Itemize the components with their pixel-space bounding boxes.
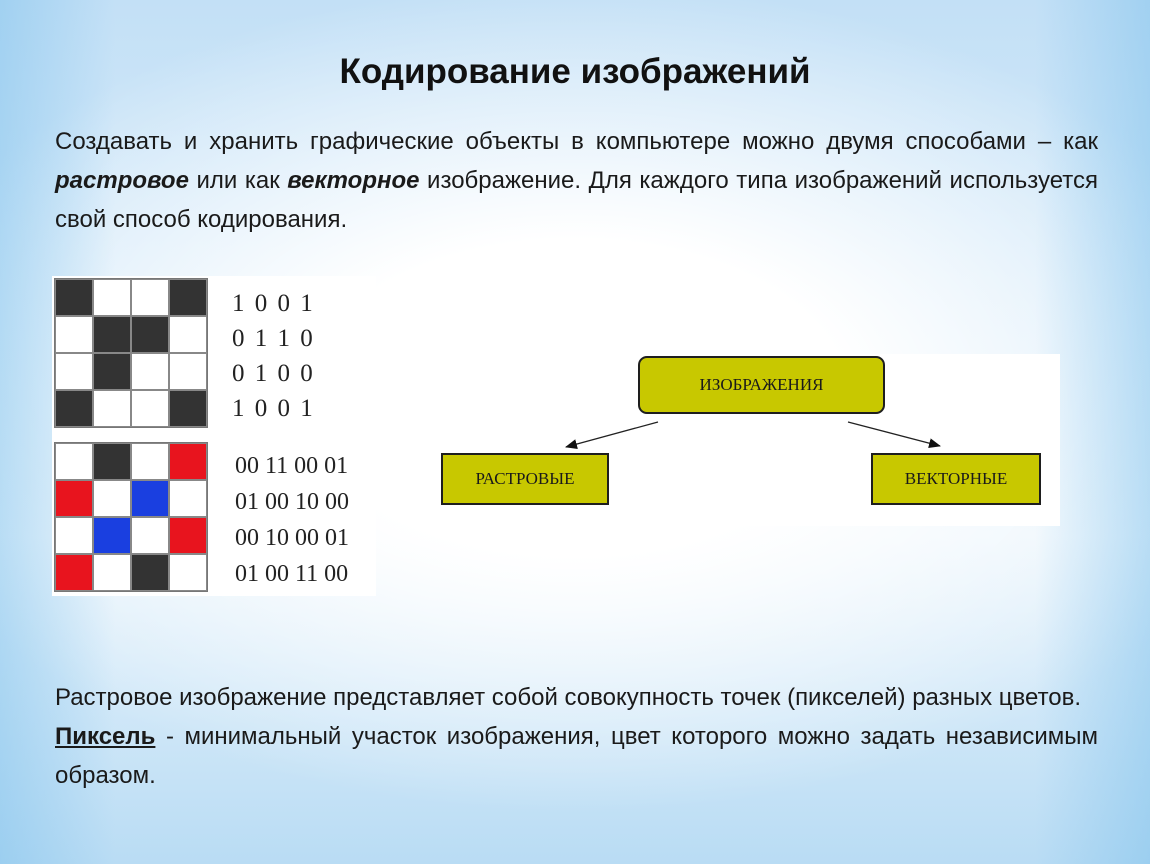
image-types-diagram: ИЗОБРАЖЕНИЯ РАСТРОВЫЕ ВЕКТОРНЫЕ <box>440 354 1060 526</box>
intro-text-1: Создавать и хранить графические объекты … <box>55 128 1098 155</box>
color-pixel <box>93 554 131 591</box>
bw-pixel <box>55 390 93 427</box>
color-pixel <box>93 443 131 480</box>
diagram-node-raster: РАСТРОВЫЕ <box>441 453 609 505</box>
bw-binary-codes: 1 0 0 1 0 1 1 0 0 1 0 0 1 0 0 1 <box>232 286 315 426</box>
bw-pixel <box>131 316 169 353</box>
color-pixel <box>93 517 131 554</box>
color-binary-codes: 00 11 00 01 01 00 10 00 00 10 00 01 01 00 1… <box>235 448 349 592</box>
pixel-term: Пиксель <box>55 723 156 750</box>
pixel-definition: Пиксель - минимальный участок изображени… <box>55 717 1098 795</box>
bw-pixel <box>55 316 93 353</box>
code-line: 01 00 11 00 <box>235 561 349 587</box>
raster-encoding-example: 1 0 0 1 0 1 1 0 0 1 0 0 1 0 0 1 00 11 00 01… <box>52 276 376 596</box>
raster-word: растровое <box>55 167 189 194</box>
intro-text-3: изображение. Для каждого типа изображени… <box>55 167 1098 233</box>
color-pixel <box>169 480 207 517</box>
color-pixel <box>169 554 207 591</box>
bw-pixel <box>169 279 207 316</box>
bw-pixel <box>93 390 131 427</box>
arrow-to-raster <box>565 421 659 449</box>
bw-pixel-grid <box>54 278 208 428</box>
bottom-text: Растровое изображение представляет собой… <box>55 678 1098 795</box>
code-line: 1 0 0 1 <box>232 395 315 422</box>
raster-definition: Растровое изображение представляет собой… <box>55 684 1082 711</box>
color-pixel <box>55 480 93 517</box>
intro-paragraph: Создавать и хранить графические объекты … <box>55 122 1098 239</box>
code-line: 00 10 00 01 <box>235 525 349 551</box>
bw-pixel <box>93 316 131 353</box>
code-line: 0 1 0 0 <box>232 360 315 387</box>
color-pixel <box>131 554 169 591</box>
diagram-node-images: ИЗОБРАЖЕНИЯ <box>638 356 885 414</box>
bw-pixel <box>55 353 93 390</box>
slide-title: Кодирование изображений <box>339 52 811 91</box>
color-pixel <box>55 443 93 480</box>
bw-pixel <box>169 390 207 427</box>
bw-pixel <box>169 353 207 390</box>
color-pixel <box>169 443 207 480</box>
color-pixel <box>55 554 93 591</box>
diagram-node-vector: ВЕКТОРНЫЕ <box>871 453 1041 505</box>
arrow-to-vector <box>847 421 941 449</box>
diagram-arrows <box>565 421 941 449</box>
bw-pixel <box>93 279 131 316</box>
pixel-definition-text: - минимальный участок изображения, цвет … <box>55 723 1098 789</box>
color-pixel <box>55 517 93 554</box>
color-pixel <box>131 443 169 480</box>
code-line: 00 11 00 01 <box>235 453 349 479</box>
color-pixel <box>131 480 169 517</box>
bw-pixel <box>131 279 169 316</box>
code-line: 1 0 0 1 <box>232 290 315 317</box>
bw-pixel <box>131 390 169 427</box>
color-pixel <box>93 480 131 517</box>
color-pixel-grid <box>54 442 208 592</box>
code-line: 01 00 10 00 <box>235 489 349 515</box>
intro-text-2: или как <box>188 167 288 194</box>
bw-pixel <box>131 353 169 390</box>
bw-pixel <box>55 279 93 316</box>
bw-pixel <box>93 353 131 390</box>
vector-word: векторное <box>287 167 420 194</box>
code-line: 0 1 1 0 <box>232 325 315 352</box>
color-pixel <box>169 517 207 554</box>
color-pixel <box>131 517 169 554</box>
bw-pixel <box>169 316 207 353</box>
